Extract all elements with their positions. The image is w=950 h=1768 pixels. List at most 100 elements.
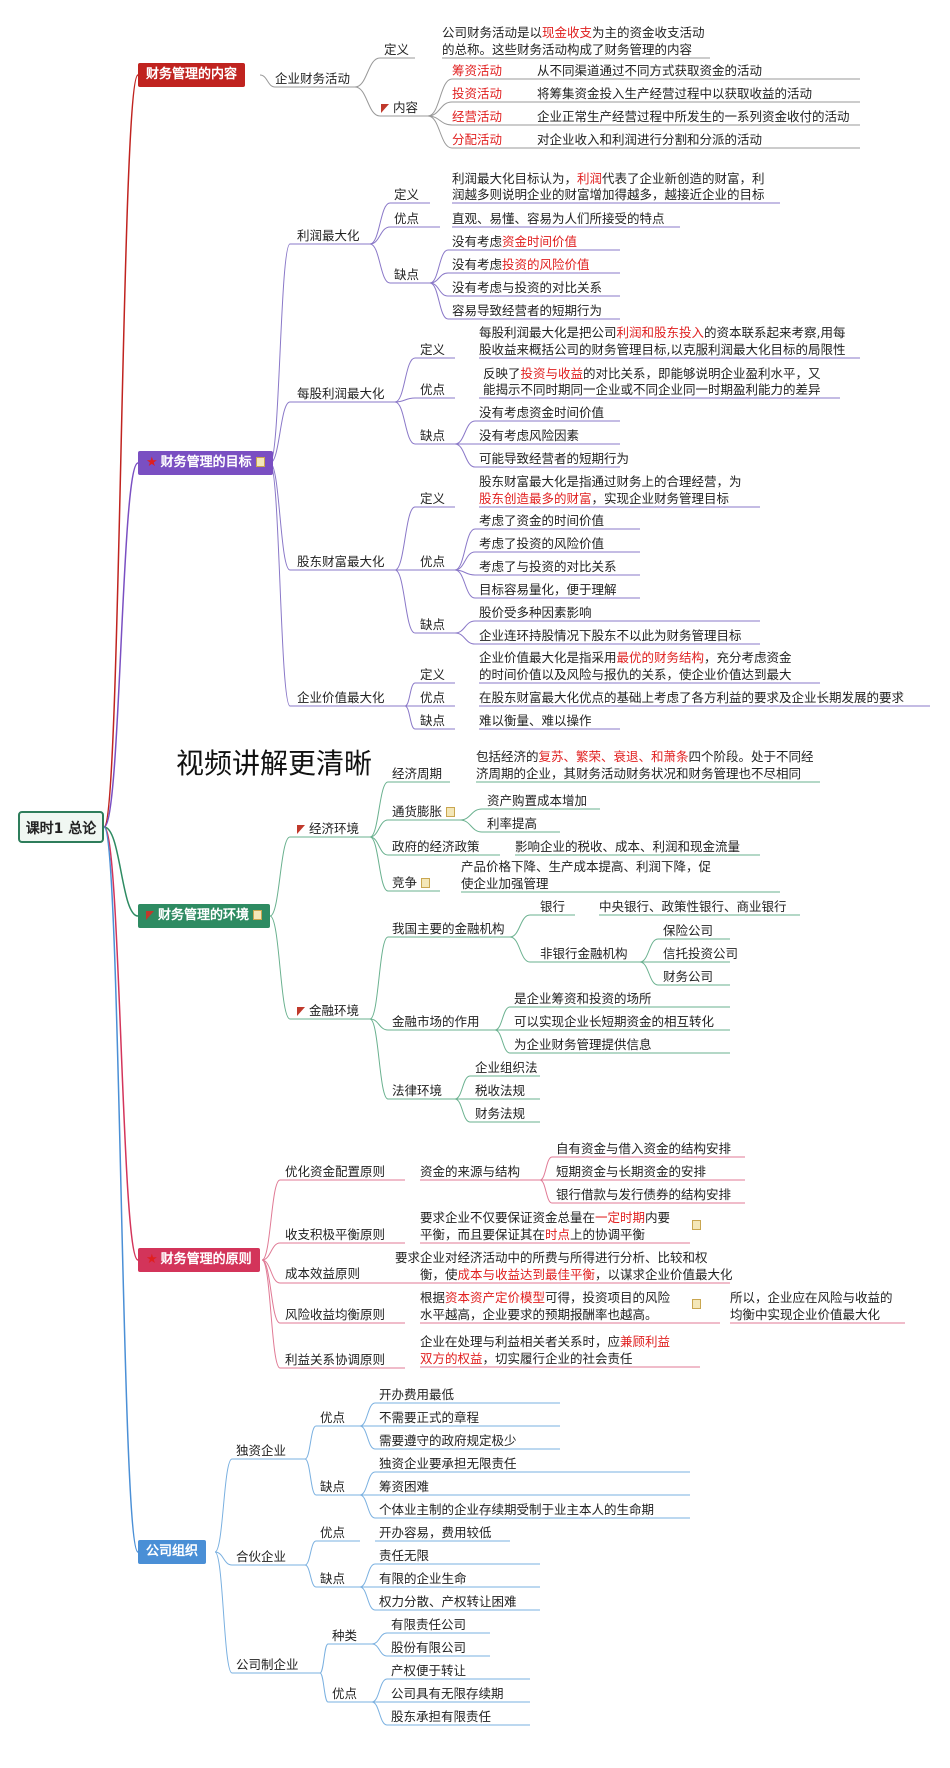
node-fin-law[interactable]: 法律环境 xyxy=(392,1083,443,1098)
node-principle-3-text[interactable]: 要求企业对经济活动中的所费与所得进行分析、比较和权 xyxy=(395,1250,708,1265)
node-val-max[interactable]: 企业价值最大化 xyxy=(297,690,385,705)
node-principle-1-c[interactable]: 银行借款与发行债券的结构安排 xyxy=(556,1187,732,1202)
node-profit-def-text[interactable]: 利润最大化目标认为，利润代表了企业新创造的财富，利 xyxy=(452,171,765,186)
root-node[interactable]: 课时1 总论 xyxy=(18,811,104,843)
node-econ-competition-text[interactable]: 产品价格下降、生产成本提高、利润下降，促 xyxy=(461,859,712,874)
node-profit-dis-3[interactable]: 没有考虑与投资的对比关系 xyxy=(452,280,603,295)
node-principle-5[interactable]: 利益关系协调原则 xyxy=(285,1352,386,1367)
node-eps-def-label[interactable]: 定义 xyxy=(420,342,446,357)
node-org-part-dis-2[interactable]: 有限的企业生命 xyxy=(379,1571,467,1586)
node-org-corp-kind-2[interactable]: 股份有限公司 xyxy=(391,1640,467,1655)
node-org-sole-adv[interactable]: 优点 xyxy=(320,1410,346,1425)
node-principle-1-b[interactable]: 短期资金与长期资金的安排 xyxy=(556,1164,707,1179)
node-fin-market-2[interactable]: 可以实现企业长短期资金的相互转化 xyxy=(514,1014,715,1029)
node-principle-4-conclusion[interactable]: 所以，企业应在风险与收益的 xyxy=(730,1290,893,1305)
node-content-items-label[interactable]: 内容 xyxy=(381,99,418,116)
node-sh-adv-4[interactable]: 目标容易量化，便于理解 xyxy=(479,582,617,597)
node-org-corp-adv-2[interactable]: 公司具有无限存续期 xyxy=(391,1686,504,1701)
node-profit-max[interactable]: 利润最大化 xyxy=(297,228,360,243)
node-econ-env[interactable]: 经济环境 xyxy=(297,820,359,837)
node-org-part-dis[interactable]: 缺点 xyxy=(320,1571,346,1586)
node-profit-def-label[interactable]: 定义 xyxy=(394,187,420,202)
main-node-content[interactable]: 财务管理的内容 xyxy=(138,63,246,87)
node-org-sole[interactable]: 独资企业 xyxy=(236,1443,287,1458)
node-fin-market-3[interactable]: 为企业财务管理提供信息 xyxy=(514,1037,652,1052)
node-profit-dis-2[interactable]: 没有考虑投资的风险价值 xyxy=(452,257,590,272)
node-principle-4[interactable]: 风险收益均衡原则 xyxy=(285,1307,386,1322)
node-econ-cycle-text[interactable]: 包括经济的复苏、繁荣、衰退、和萧条四个阶段。处于不同经 xyxy=(476,749,814,764)
node-fin-bank-text[interactable]: 中央银行、政策性银行、商业银行 xyxy=(599,899,787,914)
node-econ-inflation-2[interactable]: 利率提高 xyxy=(487,816,538,831)
node-content-item-3[interactable]: 分配活动 xyxy=(452,132,503,147)
node-val-adv-text[interactable]: 在股东财富最大化优点的基础上考虑了各方利益的要求及企业长期发展的要求 xyxy=(479,690,905,705)
node-fin-institutions[interactable]: 我国主要的金融机构 xyxy=(392,921,505,936)
node-org-sole-dis-1[interactable]: 独资企业要承担无限责任 xyxy=(379,1456,517,1471)
node-content-def-text[interactable]: 公司财务活动是以现金收支为主的资金收支活动 xyxy=(442,25,705,40)
node-eps-max[interactable]: 每股利润最大化 xyxy=(297,386,385,401)
node-org-corp-adv[interactable]: 优点 xyxy=(332,1686,358,1701)
node-org-sole-adv-2[interactable]: 不需要正式的章程 xyxy=(379,1410,480,1425)
node-econ-inflation[interactable]: 通货膨胀 xyxy=(392,803,456,820)
node-principle-4-text[interactable]: 根据资本资产定价模型可得，投资项目的风险 xyxy=(420,1290,671,1305)
node-fin-law-2[interactable]: 税收法规 xyxy=(475,1083,526,1098)
node-profit-dis-1[interactable]: 没有考虑资金时间价值 xyxy=(452,234,578,249)
main-node-principle[interactable]: ★财务管理的原则 xyxy=(138,1248,260,1272)
node-org-part-adv-1[interactable]: 开办容易，费用较低 xyxy=(379,1525,492,1540)
node-eps-dis-1[interactable]: 没有考虑资金时间价值 xyxy=(479,405,605,420)
node-principle-1-a[interactable]: 自有资金与借入资金的结构安排 xyxy=(556,1141,732,1156)
node-fin-market[interactable]: 金融市场的作用 xyxy=(392,1014,480,1029)
node-econ-policy[interactable]: 政府的经济政策 xyxy=(392,839,480,854)
node-val-dis-text[interactable]: 难以衡量、难以操作 xyxy=(479,713,592,728)
node-org-sole-dis-2[interactable]: 筹资困难 xyxy=(379,1479,430,1494)
node-eps-adv-label[interactable]: 优点 xyxy=(420,382,446,397)
node-val-def-label[interactable]: 定义 xyxy=(420,667,446,682)
node-fin-market-1[interactable]: 是企业筹资和投资的场所 xyxy=(514,991,652,1006)
node-val-adv-label[interactable]: 优点 xyxy=(420,690,446,705)
node-org-sole-dis-3[interactable]: 个体业主制的企业存续期受制于业主本人的生命期 xyxy=(379,1502,655,1517)
node-eps-dis-2[interactable]: 没有考虑风险因素 xyxy=(479,428,580,443)
node-val-def-text[interactable]: 企业价值最大化是指采用最优的财务结构，充分考虑资金 xyxy=(479,650,792,665)
node-sh-adv-2[interactable]: 考虑了投资的风险价值 xyxy=(479,536,605,551)
node-fin-nonbank-2[interactable]: 信托投资公司 xyxy=(663,946,739,961)
node-profit-adv-text[interactable]: 直观、易懂、容易为人们所接受的特点 xyxy=(452,211,665,226)
node-fin-law-3[interactable]: 财务法规 xyxy=(475,1106,526,1121)
node-eps-adv-text[interactable]: 反映了投资与收益的对比关系，即能够说明企业盈利水平，又 xyxy=(483,366,821,381)
node-org-part-dis-1[interactable]: 责任无限 xyxy=(379,1548,430,1563)
node-fin-nonbank-3[interactable]: 财务公司 xyxy=(663,969,714,984)
main-node-env[interactable]: 财务管理的环境 xyxy=(138,904,271,928)
node-content-item-1[interactable]: 投资活动 xyxy=(452,86,503,101)
node-principle-1[interactable]: 优化资金配置原则 xyxy=(285,1164,386,1179)
node-sh-dis-1[interactable]: 股价受多种因素影响 xyxy=(479,605,592,620)
node-content-def-label[interactable]: 定义 xyxy=(384,42,410,57)
node-profit-adv-label[interactable]: 优点 xyxy=(394,211,420,226)
node-content-item-0[interactable]: 筹资活动 xyxy=(452,63,503,78)
node-sh-adv-3[interactable]: 考虑了与投资的对比关系 xyxy=(479,559,617,574)
node-org-part-dis-3[interactable]: 权力分散、产权转让困难 xyxy=(379,1594,517,1609)
node-sh-def-label[interactable]: 定义 xyxy=(420,491,446,506)
node-org-sole-adv-1[interactable]: 开办费用最低 xyxy=(379,1387,455,1402)
node-profit-dis-4[interactable]: 容易导致经营者的短期行为 xyxy=(452,303,603,318)
node-content-item-3-desc[interactable]: 对企业收入和利润进行分割和分派的活动 xyxy=(537,132,763,147)
node-eps-def-text[interactable]: 每股利润最大化是把公司利润和股东投入的资本联系起来考察,用每 xyxy=(479,325,846,340)
node-econ-inflation-1[interactable]: 资产购置成本增加 xyxy=(487,793,588,808)
main-node-org[interactable]: 公司组织 xyxy=(138,1540,207,1564)
node-content-item-2-desc[interactable]: 企业正常生产经营过程中所发生的一系列资金收付的活动 xyxy=(537,109,850,124)
node-econ-competition[interactable]: 竞争 xyxy=(392,874,431,891)
node-org-corp-kind-1[interactable]: 有限责任公司 xyxy=(391,1617,467,1632)
node-org-corp-adv-1[interactable]: 产权便于转让 xyxy=(391,1663,467,1678)
node-content-item-0-desc[interactable]: 从不同渠道通过不同方式获取资金的活动 xyxy=(537,63,763,78)
node-profit-dis-label[interactable]: 缺点 xyxy=(394,267,420,282)
node-principle-5-text[interactable]: 企业在处理与利益相关者关系时，应兼顾利益 xyxy=(420,1334,671,1349)
node-enterprise-activity[interactable]: 企业财务活动 xyxy=(275,71,351,86)
node-fin-nonbank-1[interactable]: 保险公司 xyxy=(663,923,714,938)
node-eps-dis-3[interactable]: 可能导致经营者的短期行为 xyxy=(479,451,630,466)
node-sh-max[interactable]: 股东财富最大化 xyxy=(297,554,385,569)
node-fin-nonbank[interactable]: 非银行金融机构 xyxy=(540,946,628,961)
node-fin-law-1[interactable]: 企业组织法 xyxy=(475,1060,538,1075)
node-sh-dis-label[interactable]: 缺点 xyxy=(420,617,446,632)
node-sh-adv-1[interactable]: 考虑了资金的时间价值 xyxy=(479,513,605,528)
node-org-partnership[interactable]: 合伙企业 xyxy=(236,1549,287,1564)
main-node-goal[interactable]: ★财务管理的目标 xyxy=(138,451,273,475)
node-org-sole-dis[interactable]: 缺点 xyxy=(320,1479,346,1494)
node-org-corp-adv-3[interactable]: 股东承担有限责任 xyxy=(391,1709,492,1724)
